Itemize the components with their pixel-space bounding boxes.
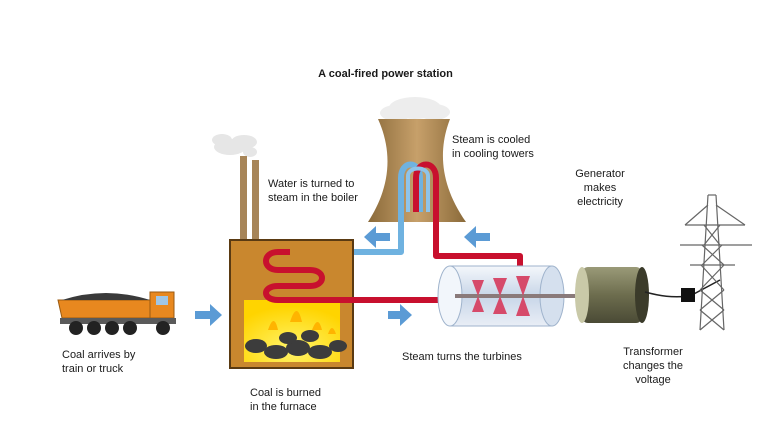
boiler-coil [263, 249, 325, 303]
label-generator: Generator makes electricity [575, 168, 625, 208]
chimney [240, 156, 259, 242]
label-boiler: Water is turned to steam in the boiler [268, 178, 358, 204]
flames [268, 311, 336, 334]
arrow-truck-to-furnace [195, 304, 222, 326]
arrow-steam-left [364, 226, 390, 248]
tower-steam [380, 97, 450, 121]
label-furnace: Coal is burned in the furnace [250, 387, 321, 413]
label-turbines: Steam turns the turbines [402, 351, 522, 363]
diagram-title: A coal-fired power station [318, 68, 453, 80]
turbine [437, 265, 582, 327]
coal-pile [245, 330, 347, 359]
coal-truck [57, 291, 176, 335]
label-coal-arrives: Coal arrives by train or truck [62, 349, 136, 375]
label-transformer: Transformer changes the voltage [623, 346, 683, 386]
transformer-box [681, 288, 695, 302]
arrow-furnace-to-turbine [388, 304, 412, 326]
label-cooling-tower: Steam is cooled in cooling towers [452, 134, 534, 160]
arrow-steam-left-2 [464, 226, 490, 248]
tower-coil [406, 166, 430, 212]
pylon [680, 194, 752, 331]
generator [575, 267, 649, 323]
flow-arrows [195, 226, 490, 326]
turbine-blades [472, 276, 530, 316]
steam-return-pipe [413, 161, 523, 290]
cool-water-pipe [290, 161, 423, 255]
chimney-smoke [212, 134, 257, 157]
